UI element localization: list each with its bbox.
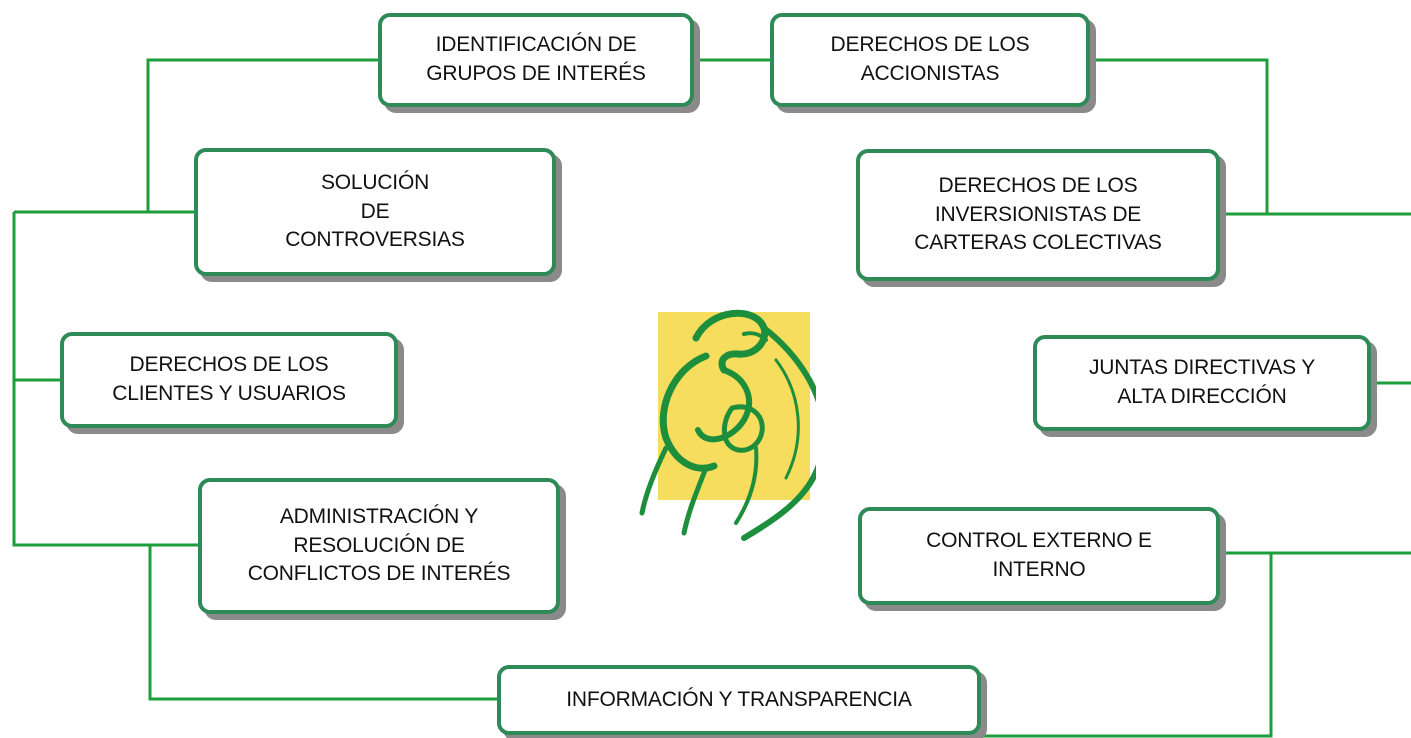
box-solucion-controversias: SOLUCIÓN DE CONTROVERSIAS bbox=[194, 148, 556, 276]
box-identificacion-grupos: IDENTIFICACIÓN DE GRUPOS DE INTERÉS bbox=[378, 13, 694, 107]
box-derechos-clientes: DERECHOS DE LOS CLIENTES Y USUARIOS bbox=[60, 332, 398, 428]
box-juntas-directivas: JUNTAS DIRECTIVAS Y ALTA DIRECCIÓN bbox=[1033, 335, 1371, 431]
box-administracion-conflictos: ADMINISTRACIÓN Y RESOLUCIÓN DE CONFLICTO… bbox=[198, 478, 560, 614]
connector-identificacion bbox=[146, 58, 380, 212]
box-derechos-accionistas: DERECHOS DE LOS ACCIONISTAS bbox=[770, 13, 1090, 107]
mother-and-child-logo-icon bbox=[639, 309, 816, 541]
box-derechos-inversionistas: DERECHOS DE LOS INVERSIONISTAS DE CARTER… bbox=[856, 149, 1220, 281]
connector-bottom-left bbox=[148, 545, 500, 701]
connector-bottom-right bbox=[980, 553, 1273, 738]
connector-accionistas bbox=[1090, 58, 1411, 216]
box-informacion-transparencia: INFORMACIÓN Y TRANSPARENCIA bbox=[497, 665, 981, 735]
connector-left-backbone bbox=[12, 212, 200, 547]
box-control-externo: CONTROL EXTERNO E INTERNO bbox=[858, 507, 1220, 605]
